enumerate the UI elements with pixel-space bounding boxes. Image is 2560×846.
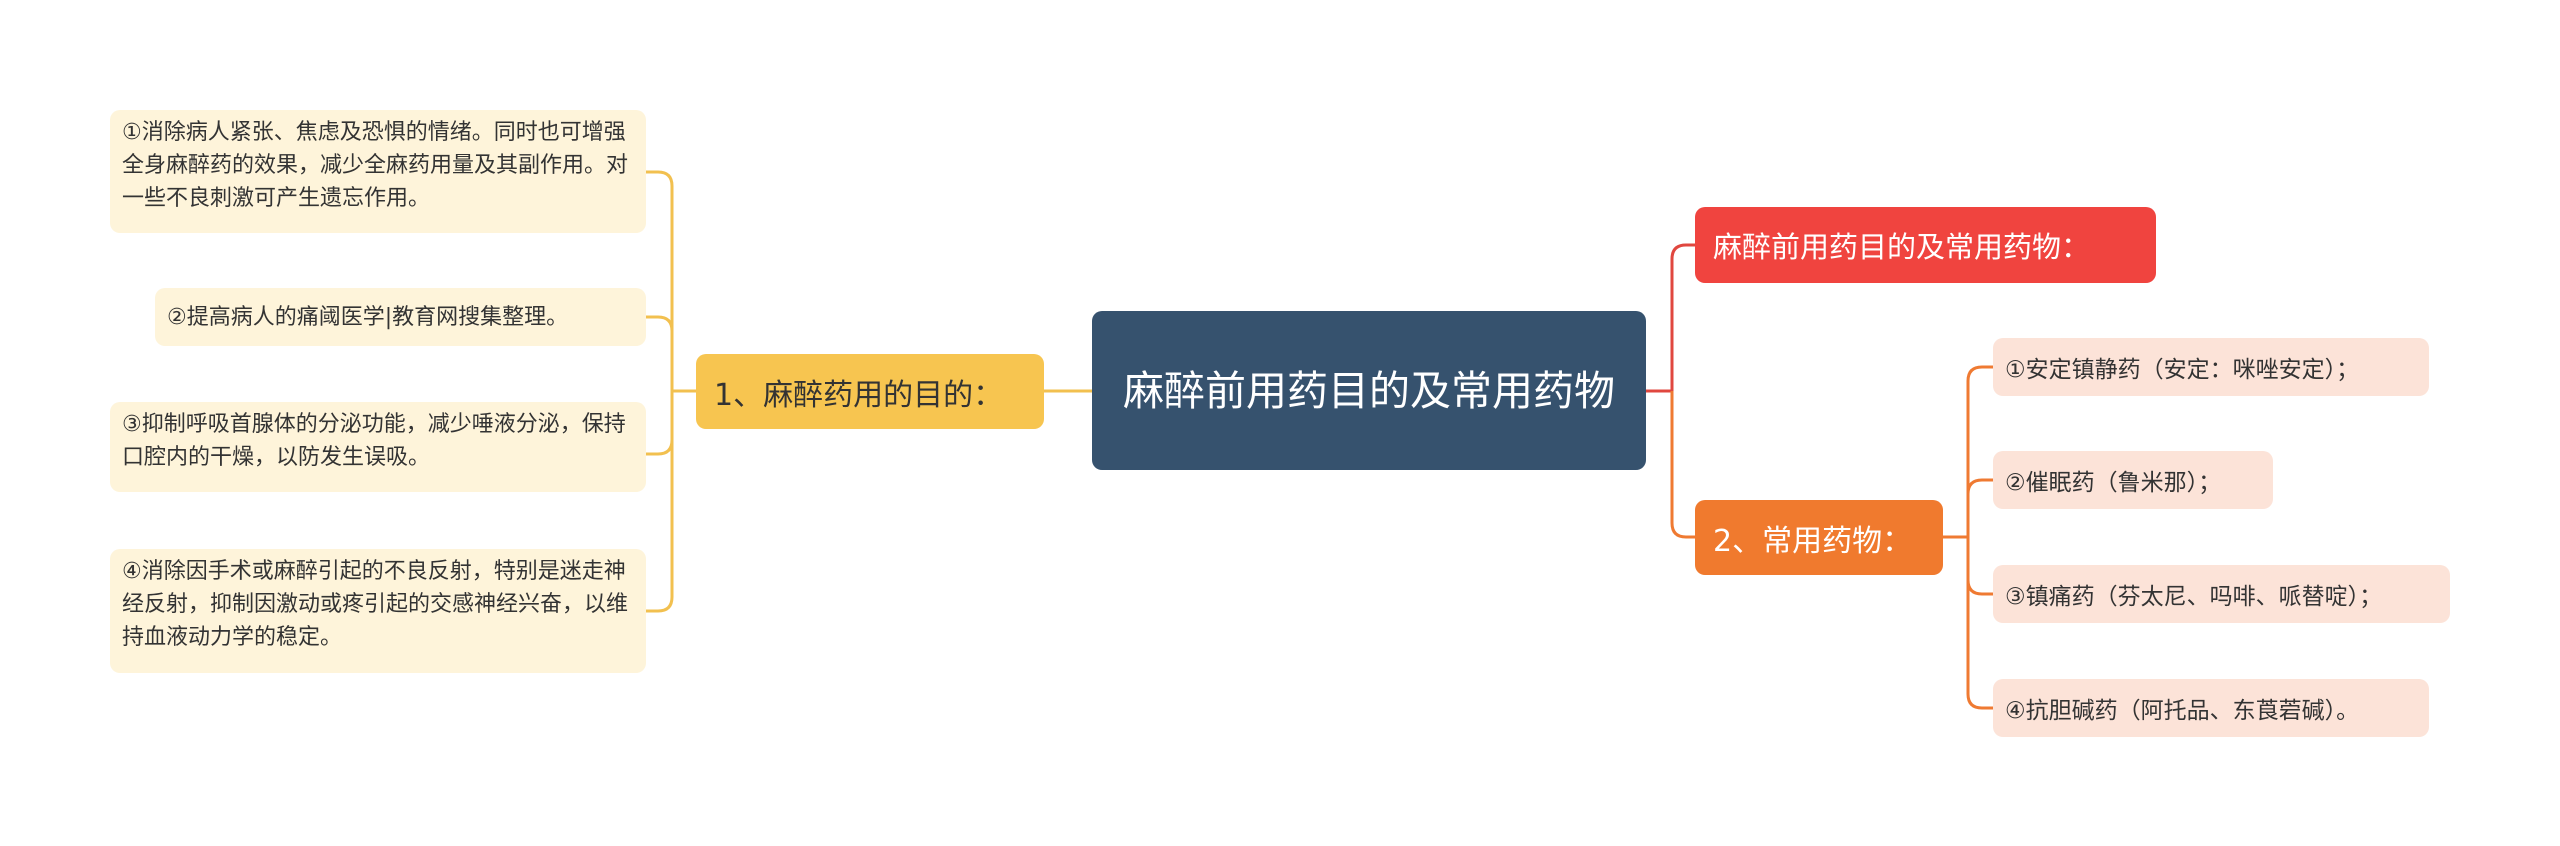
drug-item-2-text: ②催眠药（鲁米那）； [2005, 470, 2222, 496]
drug-item-1-text: ①安定镇静药（安定：咪唑安定）； [2005, 357, 2360, 383]
drug-item-3[interactable]: ③镇痛药（芬太尼、吗啡、哌替啶）； [1993, 565, 2450, 623]
topic-title-label: 麻醉前用药目的及常用药物： [1713, 230, 2091, 264]
drug-item-2[interactable]: ②催眠药（鲁米那）； [1993, 451, 2273, 509]
drug-item-4[interactable]: ④抗胆碱药（阿托品、东莨菪碱）。 [1993, 679, 2429, 737]
purpose-item-3[interactable]: ③抑制呼吸首腺体的分泌功能，减少唾液分泌，保持口腔内的干燥，以防发生误吸。 [110, 402, 646, 492]
purpose-item-1-text: ①消除病人紧张、焦虑及恐惧的情绪。同时也可增强全身麻醉药的效果，减少全麻药用量及… [122, 120, 629, 211]
purpose-item-2-text: ②提高病人的痛阈医学|教育网搜集整理。 [167, 304, 569, 330]
purpose-item-3-text: ③抑制呼吸首腺体的分泌功能，减少唾液分泌，保持口腔内的干燥，以防发生误吸。 [122, 412, 626, 470]
purpose-item-4-text: ④消除因手术或麻醉引起的不良反射，特别是迷走神经反射，抑制因激动或疼引起的交感神… [122, 559, 629, 650]
purpose-item-4[interactable]: ④消除因手术或麻醉引起的不良反射，特别是迷走神经反射，抑制因激动或疼引起的交感神… [110, 549, 646, 673]
branch-purpose-label: 1、麻醉药用的目的： [714, 377, 1004, 413]
branch-purpose[interactable]: 1、麻醉药用的目的： [696, 354, 1044, 429]
drug-item-1[interactable]: ①安定镇静药（安定：咪唑安定）； [1993, 338, 2429, 396]
topic-title-node[interactable]: 麻醉前用药目的及常用药物： [1695, 207, 2156, 283]
purpose-item-2[interactable]: ②提高病人的痛阈医学|教育网搜集整理。 [155, 288, 646, 346]
branch-common-drugs-label: 2、常用药物： [1713, 523, 1913, 559]
central-topic-label: 麻醉前用药目的及常用药物 [1123, 366, 1615, 415]
branch-common-drugs[interactable]: 2、常用药物： [1695, 500, 1943, 575]
central-topic[interactable]: 麻醉前用药目的及常用药物 [1092, 311, 1646, 470]
purpose-item-1[interactable]: ①消除病人紧张、焦虑及恐惧的情绪。同时也可增强全身麻醉药的效果，减少全麻药用量及… [110, 110, 646, 233]
drug-item-3-text: ③镇痛药（芬太尼、吗啡、哌替啶）； [2005, 584, 2383, 610]
drug-item-4-text: ④抗胆碱药（阿托品、东莨菪碱）。 [2005, 698, 2360, 724]
